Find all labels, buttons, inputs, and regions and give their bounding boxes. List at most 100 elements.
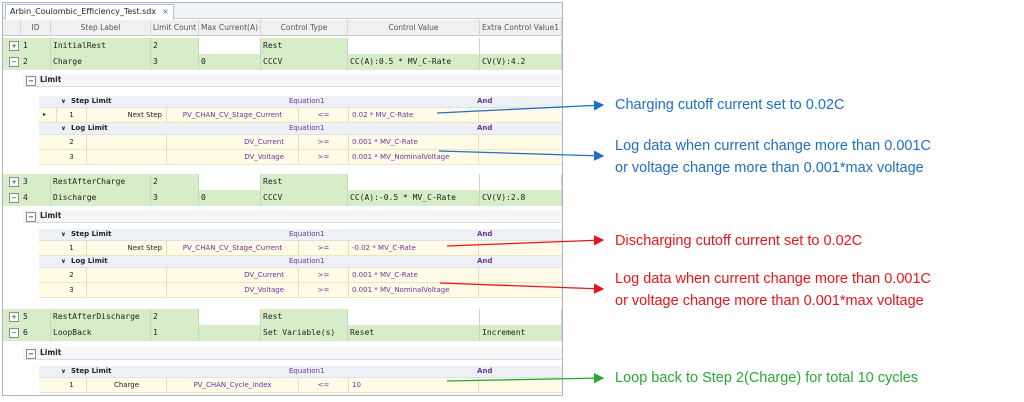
step-limit-group[interactable]: ∨ Step Limit Equation1 And <box>39 366 562 378</box>
collapse-icon[interactable]: − <box>26 212 36 222</box>
step-limit-count[interactable]: 2 <box>151 309 199 325</box>
limit-variable[interactable]: PV_CHAN_CV_Stage_Current <box>167 108 299 122</box>
limit-row[interactable]: 3 DV_Voltage >= 0.001 * MV_NominalVoltag… <box>39 150 562 165</box>
limit-operator[interactable]: >= <box>299 241 349 255</box>
chevron-down-icon[interactable]: ∨ <box>61 258 66 265</box>
step-max-current[interactable] <box>199 325 261 341</box>
step-row[interactable]: + 3 RestAfterCharge 2 Rest <box>3 174 562 190</box>
limit-row[interactable]: ▸ 1 Next Step PV_CHAN_CV_Stage_Current <… <box>39 108 562 123</box>
chevron-down-icon[interactable]: ∨ <box>61 368 66 375</box>
step-control-type[interactable]: Set Variable(s) <box>261 325 348 341</box>
step-max-current[interactable] <box>199 309 261 325</box>
collapse-icon[interactable]: − <box>26 76 36 86</box>
step-row[interactable]: − 6 LoopBack 1 Set Variable(s) Reset Inc… <box>3 325 562 341</box>
limit-goto[interactable]: Charge <box>87 378 167 392</box>
step-limit-group[interactable]: ∨ Step Limit Equation1 And <box>39 229 562 241</box>
limit-header[interactable]: − Limit <box>23 347 562 360</box>
collapse-icon[interactable]: − <box>9 193 19 203</box>
step-label[interactable]: LoopBack <box>51 325 151 341</box>
limit-header[interactable]: − Limit <box>23 210 562 223</box>
step-max-current[interactable] <box>199 38 261 54</box>
expand-icon[interactable]: + <box>9 177 19 187</box>
chevron-down-icon[interactable]: ∨ <box>61 231 66 238</box>
limit-variable[interactable]: PV_CHAN_CV_Stage_Current <box>167 241 299 255</box>
step-limit-count[interactable]: 1 <box>151 325 199 341</box>
limit-value[interactable]: 0.02 * MV_C-Rate <box>349 108 479 122</box>
step-extra-control[interactable]: CV(V):4.2 <box>480 54 562 70</box>
step-control-value[interactable] <box>348 309 480 325</box>
limit-operator[interactable]: >= <box>299 135 349 149</box>
step-extra-control[interactable] <box>480 38 562 54</box>
log-limit-group[interactable]: ∨ Log Limit Equation1 And <box>39 256 562 268</box>
limit-goto[interactable]: Next Step <box>87 108 167 122</box>
limit-goto[interactable] <box>87 150 167 164</box>
limit-variable[interactable]: PV_CHAN_Cycle_Index <box>167 378 299 392</box>
limit-row[interactable]: 1 Next Step PV_CHAN_CV_Stage_Current >= … <box>39 241 562 256</box>
step-control-value[interactable] <box>348 174 480 190</box>
step-control-value[interactable]: CC(A):0.5 * MV_C-Rate <box>348 54 480 70</box>
step-label[interactable]: RestAfterDischarge <box>51 309 151 325</box>
step-extra-control[interactable] <box>480 309 562 325</box>
step-label[interactable]: RestAfterCharge <box>51 174 151 190</box>
step-row[interactable]: + 5 RestAfterDischarge 2 Rest <box>3 309 562 325</box>
step-control-type[interactable]: CCCV <box>261 54 348 70</box>
limit-value[interactable]: 0.001 * MV_C-Rate <box>349 268 479 282</box>
step-row[interactable]: − 2 Charge 3 0 CCCV CC(A):0.5 * MV_C-Rat… <box>3 54 562 70</box>
step-control-type[interactable]: CCCV <box>261 190 348 206</box>
step-max-current[interactable] <box>199 174 261 190</box>
limit-variable[interactable]: DV_Current <box>167 268 299 282</box>
limit-operator[interactable]: >= <box>299 268 349 282</box>
limit-variable[interactable]: DV_Voltage <box>167 283 299 297</box>
step-max-current[interactable]: 0 <box>199 54 261 70</box>
col-max-current-header[interactable]: Max Current(A) <box>199 20 261 36</box>
col-id-header[interactable]: ID <box>21 20 51 36</box>
limit-variable[interactable]: DV_Current <box>167 135 299 149</box>
limit-header[interactable]: − Limit <box>23 74 562 87</box>
step-extra-control[interactable]: CV(V):2.8 <box>480 190 562 206</box>
step-limit-count[interactable]: 3 <box>151 54 199 70</box>
limit-variable[interactable]: DV_Voltage <box>167 150 299 164</box>
limit-row[interactable]: 1 Charge PV_CHAN_Cycle_Index <= 10 <box>39 378 562 393</box>
collapse-icon[interactable]: − <box>26 349 36 359</box>
limit-operator[interactable]: <= <box>299 378 349 392</box>
step-limit-count[interactable]: 2 <box>151 174 199 190</box>
step-control-value[interactable]: Reset <box>348 325 480 341</box>
step-control-value[interactable]: CC(A):-0.5 * MV_C-Rate <box>348 190 480 206</box>
step-label[interactable]: Charge <box>51 54 151 70</box>
limit-value[interactable]: 0.001 * MV_C-Rate <box>349 135 479 149</box>
step-control-type[interactable]: Rest <box>261 309 348 325</box>
step-extra-control[interactable]: Increment <box>480 325 562 341</box>
step-limit-group[interactable]: ∨ Step Limit Equation1 And <box>39 96 562 108</box>
limit-goto[interactable] <box>87 283 167 297</box>
limit-value[interactable]: 10 <box>349 378 479 392</box>
collapse-icon[interactable]: − <box>9 57 19 67</box>
limit-value[interactable]: 0.001 * MV_NominalVoltage <box>349 150 479 164</box>
step-control-value[interactable] <box>348 38 480 54</box>
limit-operator[interactable]: >= <box>299 150 349 164</box>
step-row[interactable]: + 1 InitialRest 2 Rest <box>3 38 562 54</box>
file-tab[interactable]: Arbin_Coulombic_Efficiency_Test.sdx× <box>5 4 174 19</box>
chevron-down-icon[interactable]: ∨ <box>61 125 66 132</box>
step-control-type[interactable]: Rest <box>261 174 348 190</box>
close-tab-icon[interactable]: × <box>162 7 169 16</box>
step-row[interactable]: − 4 Discharge 3 0 CCCV CC(A):-0.5 * MV_C… <box>3 190 562 206</box>
limit-goto[interactable]: Next Step <box>87 241 167 255</box>
col-control-type-header[interactable]: Control Type <box>261 20 348 36</box>
step-limit-count[interactable]: 2 <box>151 38 199 54</box>
step-limit-count[interactable]: 3 <box>151 190 199 206</box>
limit-value[interactable]: 0.001 * MV_NominalVoltage <box>349 283 479 297</box>
limit-row[interactable]: 2 DV_Current >= 0.001 * MV_C-Rate <box>39 268 562 283</box>
log-limit-group[interactable]: ∨ Log Limit Equation1 And <box>39 123 562 135</box>
limit-row[interactable]: 2 DV_Current >= 0.001 * MV_C-Rate <box>39 135 562 150</box>
col-limit-count-header[interactable]: Limit Count <box>151 20 199 36</box>
collapse-icon[interactable]: − <box>9 328 19 338</box>
col-control-value-header[interactable]: Control Value <box>348 20 480 36</box>
limit-row[interactable]: 3 DV_Voltage >= 0.001 * MV_NominalVoltag… <box>39 283 562 298</box>
step-label[interactable]: Discharge <box>51 190 151 206</box>
col-extra-control-header[interactable]: Extra Control Value1 <box>480 20 562 36</box>
col-step-label-header[interactable]: Step Label <box>51 20 151 36</box>
step-label[interactable]: InitialRest <box>51 38 151 54</box>
expand-icon[interactable]: + <box>9 312 19 322</box>
step-max-current[interactable]: 0 <box>199 190 261 206</box>
step-extra-control[interactable] <box>480 174 562 190</box>
